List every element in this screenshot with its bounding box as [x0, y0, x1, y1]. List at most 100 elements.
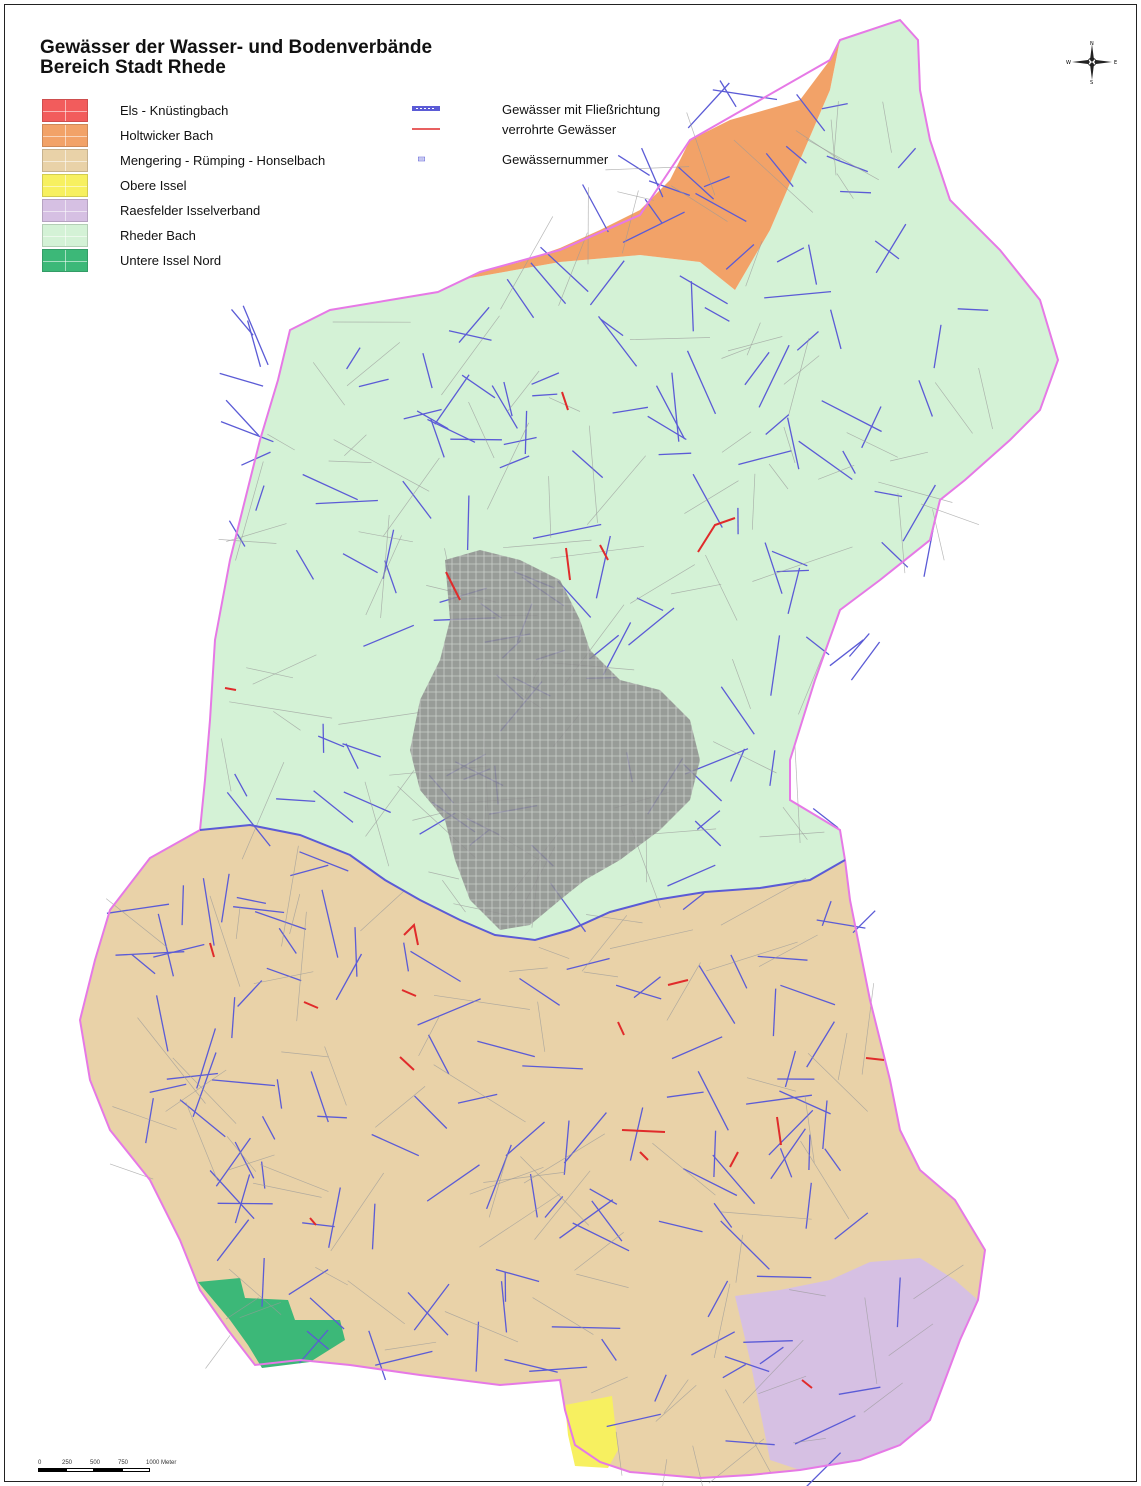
map-title-line-2: Bereich Stadt Rhede [40, 57, 226, 78]
road-segment [663, 1379, 689, 1414]
watercourse-segment [559, 1199, 614, 1239]
road-segment [708, 1438, 765, 1484]
watercourse-segment [345, 743, 359, 769]
watercourse-segment [647, 415, 687, 441]
watercourse-segment [299, 851, 349, 872]
watercourse-segment [402, 480, 432, 519]
road-segment [105, 898, 168, 948]
watercourse-segment [690, 281, 694, 332]
road-segment [804, 1095, 815, 1163]
legend-swatch [42, 199, 88, 222]
road-segment [863, 1382, 903, 1413]
scale-segment-1 [38, 1468, 66, 1472]
road-segment [793, 1438, 826, 1444]
region-raesfelder[interactable] [735, 1258, 978, 1470]
road-segment [444, 1311, 519, 1343]
watercourse-segment [375, 1350, 433, 1366]
watercourse-segment [796, 94, 826, 132]
compass-rose-icon: N S W E [1066, 41, 1117, 84]
road-segment [548, 397, 581, 412]
road-segment [745, 240, 763, 287]
watercourse-segment [768, 1109, 814, 1156]
watercourse-segment [713, 1202, 733, 1228]
road-segment [209, 895, 241, 987]
watercourse-segment [475, 1321, 480, 1372]
watercourse-segment [707, 1280, 729, 1318]
watercourse-segment [505, 1121, 545, 1157]
road-segment [344, 434, 367, 457]
road-segment [655, 1384, 697, 1422]
watercourse-segment [785, 145, 807, 164]
road-segment [588, 425, 598, 523]
road-segment [671, 583, 722, 595]
scale-segment-3 [94, 1468, 122, 1472]
watercourse-segment [500, 1281, 508, 1333]
number-box-icon [418, 156, 425, 162]
road-segment [746, 1077, 796, 1092]
watercourse-segment [426, 1164, 480, 1202]
region-obere-issel[interactable] [565, 1396, 618, 1468]
road-segment [684, 480, 739, 514]
watercourse-segment [306, 1330, 330, 1350]
watercourse-segment [346, 347, 361, 370]
watercourse-segment [216, 1219, 250, 1262]
watercourse-segment [806, 1021, 835, 1068]
road-segment [226, 1136, 257, 1172]
watercourse-segment [532, 523, 602, 540]
road-segment [591, 1376, 628, 1394]
watercourse-segment [822, 1100, 828, 1150]
watercourse-segment [237, 980, 263, 1007]
watercourse-segment [529, 1173, 538, 1218]
watercourse-segment [131, 953, 156, 975]
road-segment [733, 139, 814, 213]
road-segment [789, 1289, 826, 1297]
watercourse-segment [298, 1329, 329, 1364]
watercourse-segment [842, 450, 856, 474]
region-untere-issel-nord[interactable] [198, 1278, 345, 1368]
watercourse-segment [805, 1182, 812, 1229]
watercourse-segment [874, 240, 900, 260]
region-holtwicker-bach[interactable] [438, 40, 840, 292]
legend-swatch [42, 224, 88, 247]
watercourse-segment [838, 1386, 881, 1395]
watercourse-segment [342, 743, 381, 758]
watercourse-segment [933, 324, 942, 369]
road-segment [727, 336, 783, 352]
road-segment [185, 1102, 219, 1182]
road-segment [486, 422, 530, 510]
watercourse-segment [824, 1148, 842, 1172]
watercourse-segment [757, 955, 808, 961]
region-rheder-bach[interactable] [200, 20, 1058, 940]
watercourse-segment [371, 1133, 420, 1157]
road-segment [732, 658, 751, 710]
road-segment [252, 654, 317, 685]
watercourse-segment [902, 484, 936, 542]
watercourse-segment [317, 1115, 347, 1119]
road-segment [442, 879, 466, 913]
watercourse-segment [897, 147, 917, 169]
watercourse-segment [687, 82, 730, 129]
scale-segment-4 [122, 1468, 150, 1472]
road-segment [934, 382, 973, 434]
road-segment [281, 845, 299, 947]
watercourse-segment [829, 309, 842, 350]
watercourse-segment [589, 260, 625, 306]
legend-swatch [42, 99, 88, 122]
watercourse-segment [295, 549, 315, 580]
watercourse-segment [166, 1072, 218, 1080]
watercourse-segment [821, 102, 848, 110]
compass-south: S [1090, 80, 1093, 84]
watercourse-segment [231, 997, 236, 1039]
watercourse-segment [816, 919, 866, 929]
watercourse-segment [225, 399, 260, 436]
watercourse-segment [821, 900, 832, 927]
urban-area-rhede [410, 550, 700, 930]
road-segment [788, 338, 810, 415]
watercourse-segment [617, 154, 650, 176]
watercourse-segment [848, 633, 870, 657]
watercourse-segment [655, 385, 686, 440]
watercourse-segment [730, 748, 746, 782]
watercourse-segment [226, 791, 271, 847]
watercourse-segment [215, 1137, 251, 1187]
